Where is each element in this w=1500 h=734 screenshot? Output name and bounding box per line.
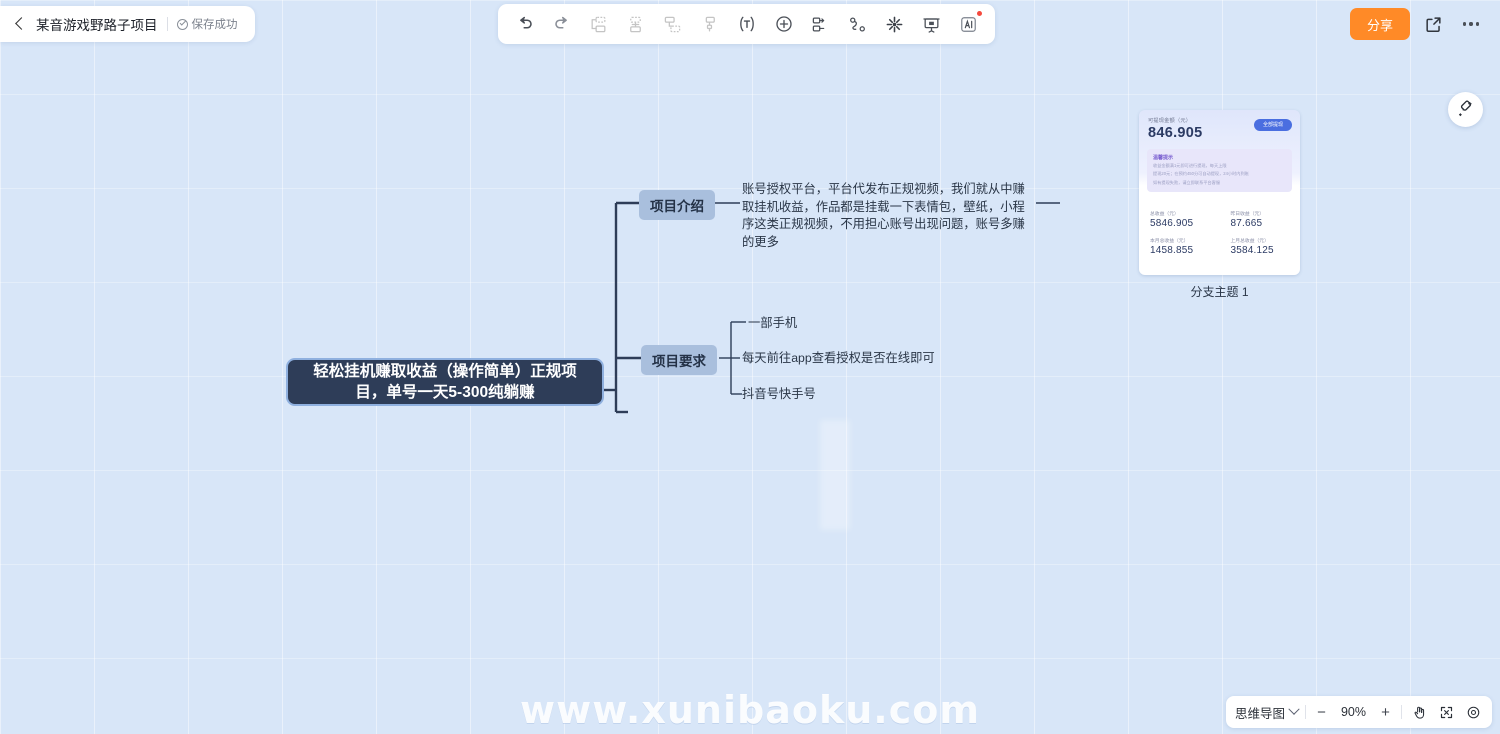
focus-icon[interactable] (1463, 702, 1483, 722)
zoom-out-button[interactable]: − (1317, 703, 1326, 721)
add-sibling-button[interactable] (580, 8, 617, 40)
ai-badge-dot (977, 11, 982, 16)
undo-button[interactable] (506, 8, 543, 40)
notice-box: 温馨提示 收益金额满1元即可进行提现，每天上限 提现20元；在预约450分可自动… (1147, 149, 1292, 193)
branch-node-intro[interactable]: 项目介绍 (639, 190, 715, 220)
stat-value: 87.665 (1230, 218, 1263, 230)
share-button[interactable]: 分享 (1349, 8, 1410, 40)
withdraw-label: 可提现金额（元） (1148, 118, 1192, 124)
stat-label: 本月总收益（元） (1150, 239, 1189, 245)
relation-line-button[interactable] (839, 8, 876, 40)
format-painter-button[interactable] (691, 8, 728, 40)
divider (1305, 705, 1306, 719)
save-status-label: 保存成功 (191, 19, 238, 31)
view-mode-select[interactable]: 思维导图 (1234, 703, 1300, 722)
check-circle-icon (176, 18, 188, 30)
ai-button[interactable] (950, 8, 987, 40)
view-mode-label: 思维导图 (1234, 706, 1285, 721)
fit-screen-icon[interactable] (1436, 702, 1456, 722)
presentation-button[interactable] (913, 8, 950, 40)
withdraw-all-button: 全部提现 (1253, 119, 1292, 131)
zoom-toolbar: 思维导图 − 90% + (1225, 696, 1492, 728)
main-toolbar (498, 4, 995, 44)
stat-label: 上月总收益（元） (1230, 239, 1269, 245)
page-title: 某音游戏野路子项目 (36, 18, 158, 33)
save-status: 保存成功 (176, 16, 238, 32)
stat-value: 5846.905 (1150, 218, 1194, 230)
export-icon[interactable] (1418, 9, 1448, 39)
stat-value: 1458.855 (1150, 245, 1194, 257)
stat-value: 3584.125 (1230, 245, 1274, 257)
magic-wand-button[interactable] (876, 8, 913, 40)
leaf-node-req-2[interactable]: 每天前往app查看授权是否在线即可 (742, 351, 935, 365)
divider (166, 17, 168, 31)
withdraw-amount: 846.905 (1148, 125, 1203, 141)
zoom-level-label: 90% (1340, 705, 1367, 719)
document-title-bar: 某音游戏野路子项目 保存成功 (0, 6, 255, 42)
root-node[interactable]: 轻松挂机赚取收益（操作简单）正规项目，单号一天5-300纯躺赚 (286, 358, 604, 406)
layout-button[interactable] (802, 8, 839, 40)
more-dots-icon[interactable] (1456, 9, 1486, 39)
redo-button[interactable] (543, 8, 580, 40)
hand-tool-icon[interactable] (1409, 702, 1429, 722)
stat-item: 上月总收益（元） 3584.125 (1220, 233, 1301, 260)
branch-node-requirements[interactable]: 项目要求 (641, 345, 717, 375)
stats-grid: 总收益（元） 5846.905 昨日收益（元） 87.665 本月总收益（元） … (1139, 192, 1300, 260)
leaf-node-intro-text[interactable]: 账号授权平台，平台代发布正规视频，我们就从中赚取挂机收益，作品都是挂载一下表情包… (742, 182, 1025, 249)
leaf-node-req-1[interactable]: 一部手机 (748, 316, 798, 330)
stat-item: 总收益（元） 5846.905 (1139, 206, 1220, 233)
chevron-down-icon (1288, 703, 1300, 715)
add-child-button[interactable] (617, 8, 654, 40)
card-header: 可提现金额（元） 846.905 全部提现 (1139, 110, 1300, 145)
leaf-node-req-3[interactable]: 抖音号快手号 (742, 387, 816, 401)
image-node[interactable]: 可提现金额（元） 846.905 全部提现 温馨提示 收益金额满1元即可进行提现… (1139, 110, 1300, 300)
notice-line-2: 提现20元；在预约450分可自动提现，24小时内到账 (1153, 171, 1249, 177)
magic-eraser-icon[interactable] (1448, 92, 1483, 127)
notice-title: 温馨提示 (1153, 155, 1174, 161)
stat-label: 昨日收益（元） (1230, 212, 1265, 218)
text-style-button[interactable] (728, 8, 765, 40)
stat-item: 本月总收益（元） 1458.855 (1139, 233, 1220, 260)
zoom-in-button[interactable]: + (1381, 703, 1390, 721)
earnings-screenshot-card: 可提现金额（元） 846.905 全部提现 温馨提示 收益金额满1元即可进行提现… (1139, 110, 1300, 275)
top-right-actions: 分享 (1349, 8, 1486, 40)
insert-button[interactable] (765, 8, 802, 40)
notice-line-1: 收益金额满1元即可进行提现，每天上限 (1153, 163, 1227, 168)
divider (1401, 705, 1402, 719)
stat-item: 昨日收益（元） 87.665 (1220, 206, 1301, 233)
add-parent-button[interactable] (654, 8, 691, 40)
image-node-caption[interactable]: 分支主题 1 (1190, 285, 1249, 299)
stat-label: 总收益（元） (1150, 212, 1179, 218)
notice-line-3: 如有提现失败，请立即联系平台客服 (1153, 179, 1221, 185)
